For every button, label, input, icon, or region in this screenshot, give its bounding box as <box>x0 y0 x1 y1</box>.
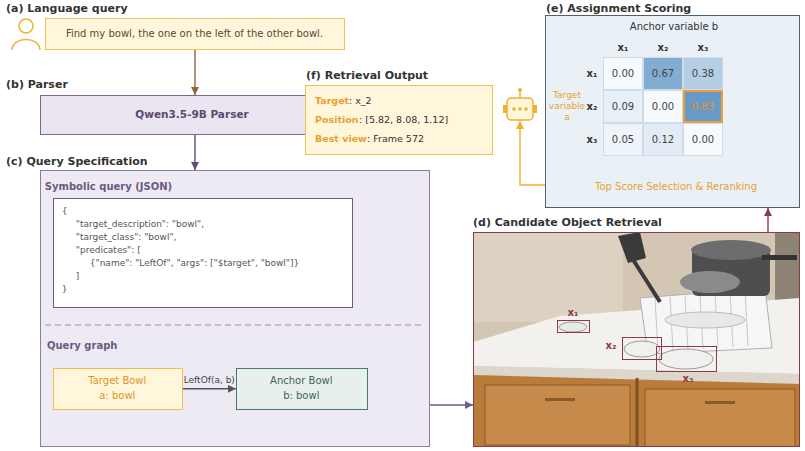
code-line: "target_class": "bowl", <box>76 232 177 243</box>
drawer-handle <box>705 401 735 404</box>
rack-bar <box>745 290 748 346</box>
rack-bar <box>700 294 703 349</box>
query-text: Find my bowl, the one on the left of the… <box>46 19 343 48</box>
bounding-box: x₃ <box>656 346 717 372</box>
rack-bar <box>655 298 658 352</box>
cabinet <box>473 375 800 447</box>
panel-heading: (e) Assignment Scoring <box>546 2 691 15</box>
anchor-node: Anchor Bowl b: bowl <box>236 368 368 410</box>
panel-heading: (d) Candidate Object Retrieval <box>473 216 662 229</box>
step-label: Top Score Selection & Reranking <box>576 181 776 193</box>
pot-handle <box>762 255 797 260</box>
node-type: b: bowl <box>237 390 366 402</box>
robot-eye <box>512 107 516 111</box>
connector-arrow <box>183 388 236 389</box>
connector-arrow <box>194 135 195 170</box>
pot <box>692 248 770 296</box>
robot-antenna <box>519 91 521 98</box>
field-value: : [5.82, 8.08, 1.12] <box>359 114 448 125</box>
node-title: Anchor Bowl <box>237 375 366 387</box>
image-panel: (d) Candidate Object Retrievalx₁x₂x₃ <box>473 232 800 447</box>
code-line: "target_description": "bowl", <box>76 219 204 230</box>
target-node: Target Bowl a: bowl <box>53 368 183 410</box>
rack-bar <box>685 296 688 350</box>
robot-icon <box>503 88 537 120</box>
spec-panel: (c) Query SpecificationSymbolic query (J… <box>40 170 430 447</box>
spatula-head <box>618 232 646 263</box>
parser-text: Qwen3.5-9B Parser <box>41 96 343 133</box>
rack-bar <box>730 292 733 347</box>
code-line: { <box>62 206 68 217</box>
drawer <box>645 389 795 447</box>
connector-arrow <box>520 121 545 185</box>
field-value: : x_2 <box>349 95 372 106</box>
cabinet-divider <box>636 378 639 447</box>
robot-ear <box>503 105 507 113</box>
query-box: (a) Language queryFind my bowl, the one … <box>45 18 345 50</box>
output-box: (f) Retrieval OutputTarget: x_2Position:… <box>305 85 493 155</box>
panel-heading: (f) Retrieval Output <box>306 69 428 82</box>
wall-light <box>473 232 623 322</box>
field-key: Target <box>315 95 349 106</box>
section-heading: Symbolic query (JSON) <box>45 181 172 193</box>
field-key: Position <box>315 114 359 125</box>
robot-head <box>507 98 533 120</box>
axis-title: Target variable a <box>548 90 586 122</box>
field-value: : Frame 572 <box>367 133 424 144</box>
axis-title: Anchor variable b <box>594 21 754 33</box>
field-key: Best view <box>315 133 367 144</box>
user-body <box>12 40 40 51</box>
robot-antenna-tip <box>518 88 522 92</box>
score-panel: (e) Assignment ScoringAnchor variable bT… <box>545 15 800 208</box>
code-line: {"name": "LeftOf", "args": ["$target", "… <box>90 258 299 269</box>
node-title: Target Bowl <box>54 375 181 387</box>
robot-ear <box>533 105 537 113</box>
connector-arrow <box>767 208 768 232</box>
user-head <box>19 19 33 33</box>
parser-box: (b) ParserQwen3.5-9B Parser <box>40 95 345 135</box>
dish-rack <box>640 288 772 354</box>
robot-eye <box>518 107 522 111</box>
drawer <box>485 385 630 445</box>
connector-arrow <box>194 50 195 95</box>
bowl <box>659 349 713 369</box>
box-label: x₁ <box>568 307 579 319</box>
code-line: ] <box>76 271 80 282</box>
rack-bar <box>670 297 673 351</box>
counter-edge <box>473 366 800 384</box>
box-label: x₃ <box>683 373 694 385</box>
bowl <box>559 322 587 332</box>
user-icon <box>12 19 40 50</box>
section-divider <box>45 325 425 326</box>
box-label: x₂ <box>606 340 617 352</box>
connector-arrow <box>430 404 473 405</box>
panel-heading: (b) Parser <box>6 78 68 91</box>
rack-bar <box>715 293 718 348</box>
plate <box>665 312 745 328</box>
spatula-handle <box>632 258 660 302</box>
json-box: Symbolic query (JSON){"target_descriptio… <box>53 198 353 308</box>
kitchen-photo <box>473 232 800 447</box>
robot-eye <box>524 107 528 111</box>
wall <box>473 232 800 447</box>
drawer-handle <box>545 398 575 401</box>
countertop <box>473 298 800 374</box>
bounding-box: x₁ <box>557 320 590 333</box>
code-line: "predicates": [ <box>76 245 141 256</box>
window <box>775 232 800 302</box>
code-line: } <box>62 284 68 295</box>
panel-heading: (c) Query Specification <box>6 155 148 168</box>
pot-rim <box>691 240 771 260</box>
pan <box>680 271 740 293</box>
panel-heading: (a) Language query <box>6 2 128 15</box>
node-type: a: bowl <box>54 390 181 402</box>
